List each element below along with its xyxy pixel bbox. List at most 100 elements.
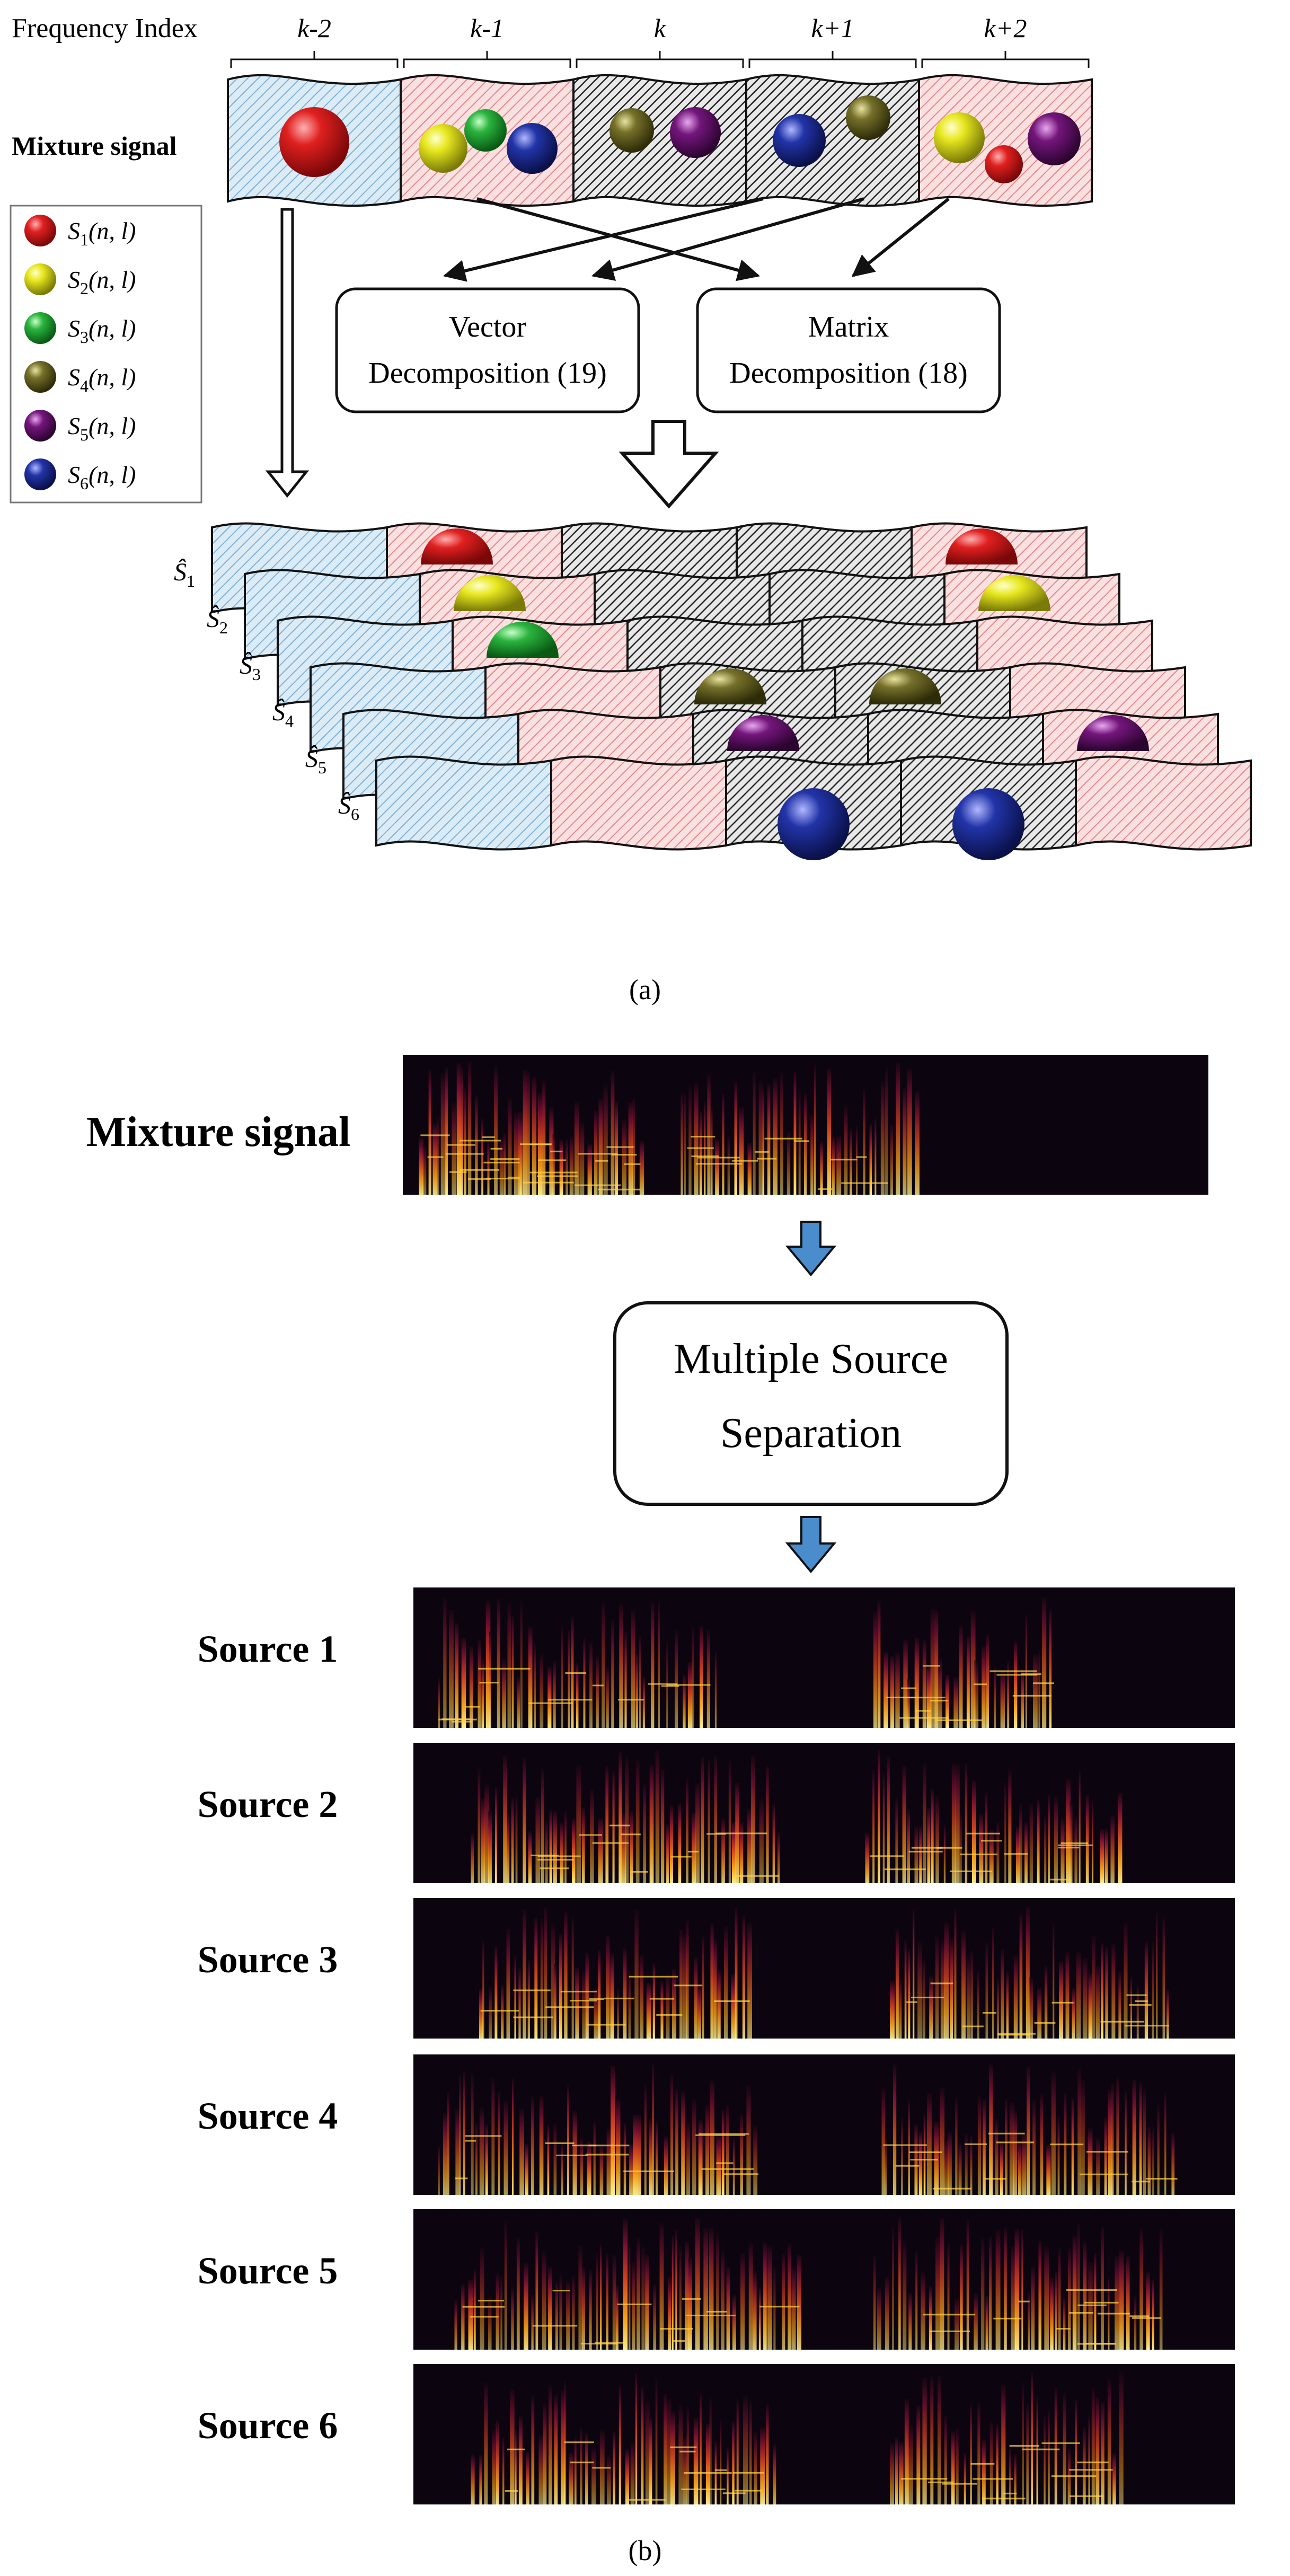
purple-source-ball [670, 107, 721, 158]
bin-label: k-2 [297, 13, 331, 43]
bin-label: k+1 [811, 13, 854, 43]
legend-swatch [24, 361, 56, 393]
mixture-tile [745, 74, 920, 207]
spectrogram [413, 1898, 1235, 2039]
legend-swatch [24, 215, 56, 246]
purple-source-dome [1077, 715, 1149, 751]
mixture-tiles [227, 74, 1093, 207]
mixture-tile [918, 74, 1093, 207]
source-label: Source 2 [198, 1783, 338, 1825]
svg-text:Decomposition (19): Decomposition (19) [368, 357, 606, 390]
blue-down-arrow-2 [785, 1516, 837, 1574]
bin-label: k+2 [984, 13, 1027, 43]
spectrogram [413, 2364, 1235, 2504]
spectrogram [413, 2054, 1235, 2195]
caption-b: (b) [629, 2535, 662, 2566]
yellow-source-ball [934, 112, 985, 163]
layer-label: Ŝ2 [207, 604, 228, 637]
bin-label: k-1 [470, 13, 504, 43]
legend-swatch [24, 312, 56, 344]
separated-layer: Ŝ6 [338, 755, 1252, 860]
yellow-source-dome [454, 575, 526, 611]
blue-source-ball [952, 788, 1024, 860]
caption-a: (a) [629, 974, 661, 1005]
bin-bracket [921, 51, 1090, 68]
yellow-source-ball [419, 124, 467, 173]
source-row: Source 1 [198, 1587, 1235, 1728]
legend-frame [10, 205, 202, 504]
legend: S1(n, l) S2(n, l) S3(n, l) S4(n, l) S5(n, l)… [10, 205, 202, 504]
mixture-down-hollow-arrow [265, 208, 310, 498]
blue-down-arrow-1 [785, 1221, 837, 1277]
layer-label: Ŝ4 [272, 698, 294, 730]
source-label: Source 1 [198, 1628, 338, 1670]
source-row: Source 2 [198, 1743, 1235, 1883]
legend-entry: S3(n, l) [68, 315, 136, 347]
layer-label: Ŝ5 [305, 744, 326, 777]
mixture-spectrogram [403, 1055, 1208, 1195]
source-row: Source 3 [198, 1898, 1235, 2039]
source-row: Source 4 [198, 2054, 1235, 2195]
source-label: Source 5 [198, 2249, 338, 2292]
legend-entry: S5(n, l) [68, 412, 136, 444]
source-label: Source 6 [198, 2404, 338, 2447]
source-label: Source 4 [198, 2095, 338, 2137]
red-source-dome [421, 528, 493, 564]
blue-source-ball [773, 114, 826, 167]
legend-entry: S6(n, l) [68, 461, 136, 493]
legend-entry: S2(n, l) [68, 266, 136, 298]
spectrogram [413, 2209, 1235, 2350]
green-source-ball [464, 109, 507, 152]
mixture-to-decomposition-arrows [443, 197, 950, 282]
layer-label: Ŝ3 [240, 651, 261, 684]
bin-bracket [576, 51, 744, 68]
svg-text:Decomposition (18): Decomposition (18) [729, 357, 967, 390]
source-row: Source 6 [198, 2364, 1235, 2504]
source-label: Source 3 [198, 1938, 338, 1981]
decomposition-down-hollow-arrow [619, 420, 719, 509]
mixture-tile [572, 74, 747, 207]
bin-label: k [654, 13, 666, 43]
panel-b: Mixture signal Multiple Source Separatio… [86, 1055, 1235, 2566]
svg-text:Separation: Separation [720, 1410, 902, 1457]
olive-source-dome [869, 668, 941, 704]
green-source-dome [487, 622, 559, 658]
svg-text:Vector: Vector [449, 311, 527, 343]
bin-bracket [403, 51, 571, 68]
vector-decomposition-box: Vector Decomposition (19) [335, 287, 640, 413]
panel-a: Frequency Index k-2 k-1 k k+1 k+2 Mixture si… [10, 13, 1252, 1005]
source-row: Source 5 [198, 2209, 1235, 2350]
purple-source-dome [727, 715, 799, 751]
red-source-dome [946, 528, 1018, 564]
blue-source-ball [777, 788, 850, 860]
red-source-ball [279, 107, 349, 177]
source-spectrograms: Source 1 Source 2 Source 3 Source 4 Source 5… [198, 1587, 1235, 2504]
multiple-source-separation-box: Multiple Source Separation [613, 1301, 1009, 1506]
legend-entry: S1(n, l) [68, 217, 136, 249]
olive-source-ball [609, 108, 654, 153]
layer-label: Ŝ6 [338, 791, 359, 824]
olive-source-dome [694, 668, 766, 704]
legend-swatch [24, 410, 56, 442]
legend-swatch [24, 458, 56, 490]
mixture-signal-label-b: Mixture signal [86, 1109, 351, 1155]
matrix-decomposition-box: Matrix Decomposition (18) [696, 287, 1001, 413]
red-source-ball [985, 145, 1023, 183]
legend-swatch [24, 263, 56, 295]
yellow-source-dome [978, 575, 1050, 611]
svg-text:Matrix: Matrix [808, 311, 889, 343]
olive-source-ball [846, 95, 890, 140]
spectrogram [403, 1055, 1208, 1195]
layer-label: Ŝ1 [174, 558, 195, 590]
purple-source-ball [1028, 112, 1081, 165]
bin-bracket [230, 51, 399, 68]
bin-labels: k-2 k-1 k k+1 k+2 [230, 13, 1090, 68]
svg-text:Multiple Source: Multiple Source [674, 1336, 948, 1382]
blue-source-ball [507, 123, 558, 174]
legend-entry: S4(n, l) [68, 364, 136, 395]
mixture-signal-label-a: Mixture signal [12, 131, 177, 161]
frequency-index-label: Frequency Index [12, 13, 198, 43]
spectrogram [413, 1743, 1235, 1883]
